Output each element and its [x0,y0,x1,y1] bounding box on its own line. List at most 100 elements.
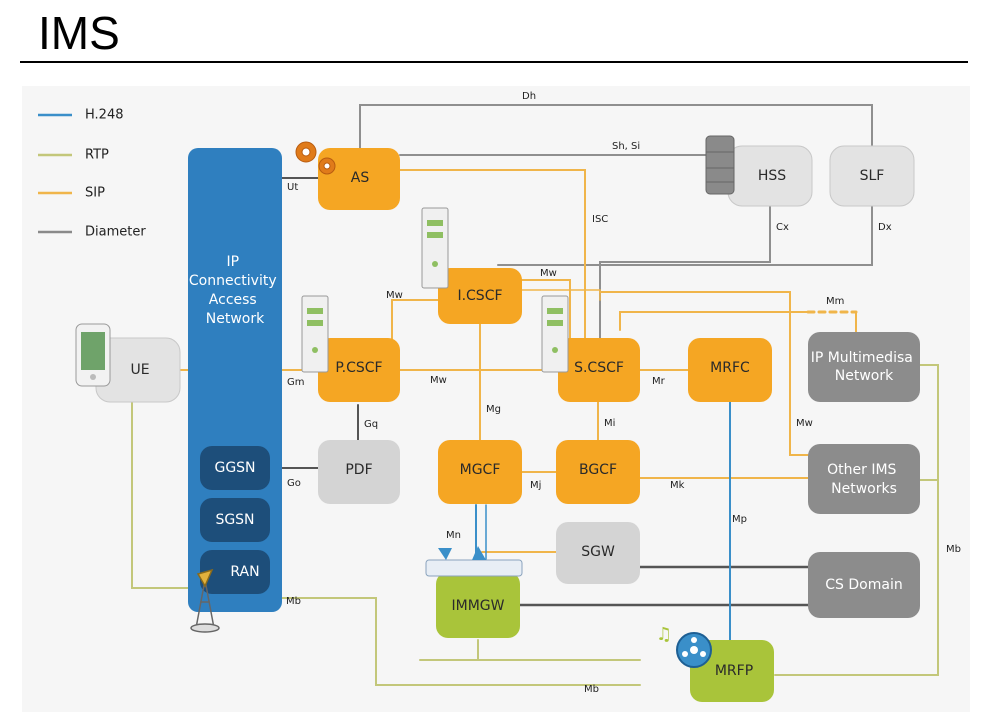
slf-node [829,145,915,207]
iface-isc: ISC [592,214,608,225]
antenna-icon [190,568,220,633]
iface-mn: Mn [446,530,461,541]
cs-domain-label: CS Domain [825,577,902,593]
ip-multimedia-node [808,332,920,402]
mgcf-label: MGCF [460,462,501,478]
other-ims-line-1: Other IMS [827,462,896,478]
iface-go: Go [287,478,301,489]
iface-sh-si: Sh, Si [612,141,640,152]
ran-label: RAN [230,564,259,580]
link-mb-ran [281,597,641,686]
iface-mj: Mj [530,480,541,491]
bgcf-node [556,440,640,504]
scscf-node [558,338,640,402]
icscf-node [438,268,522,324]
iface-mw-pcscf-scscf: Mw [430,375,447,386]
iface-dx: Dx [878,222,892,233]
ggsn-label: GGSN [214,460,255,476]
iface-mi: Mi [604,418,615,429]
gears-icon [295,141,336,175]
iface-dh: Dh [522,91,536,102]
ip-multimedia-line-1: IP Multimedisa [811,350,913,366]
ran-node [200,550,270,594]
pdf-node [318,440,400,504]
pcscf-server-icon [301,295,329,373]
bgcf-label: BGCF [579,462,617,478]
ip-can-line-2: Connectivity [189,273,277,289]
iface-mr: Mr [652,376,666,387]
link-mb-left [131,401,197,589]
music-note-icon: ♫ [656,624,672,645]
iface-ut: Ut [287,182,298,193]
iface-mw-pcscf-icscf: Mw [386,290,403,301]
as-node [318,148,400,210]
iface-mb-left: Mb [286,596,301,607]
pcscf-label: P.CSCF [335,360,382,376]
legend-label-sip: SIP [85,186,105,201]
cs-domain-node [808,552,920,618]
ip-can-label: IP Connectivity Access Network [189,254,281,327]
scscf-server-icon [541,295,569,373]
iface-gm: Gm [287,377,305,388]
iface-mg: Mg [486,404,501,415]
sgw-label: SGW [581,544,615,560]
sgw-node [556,522,640,584]
icscf-label: I.CSCF [457,288,502,304]
mrfc-node [688,338,772,402]
immgw-label: IMMGW [452,598,505,614]
link-mb-right [774,364,939,676]
iface-mb-right: Mb [946,544,961,555]
ip-can-column [188,148,282,612]
legend-label-h248: H.248 [85,108,124,123]
title-underline [20,61,968,63]
legend-label-rtp: RTP [85,148,109,163]
legend-label-diameter: Diameter [85,225,146,240]
ip-multimedia-line-2: Network [835,368,894,384]
other-ims-label: Other IMS Networks [827,462,901,497]
link-isc [399,169,586,361]
pdf-label: PDF [345,462,372,478]
ip-can-line-1: IP [226,254,239,270]
link-mw-other [599,291,809,456]
media-gateway-icon [425,546,523,577]
database-icon [705,135,735,195]
pcscf-node [318,338,400,402]
mgcf-node [438,440,522,504]
ip-can-line-3: Access [209,292,257,308]
scscf-label: S.CSCF [574,360,624,376]
link-mw-icscf-scscf [499,279,571,361]
other-ims-node [808,444,920,514]
iface-mp: Mp [732,514,747,525]
hss-label: HSS [758,168,786,184]
interface-labels: Dh Sh, Si Ut ISC Cx Dx Mw Mw Mm Gm Mw Mr… [286,91,961,695]
iface-mw-other: Mw [796,418,813,429]
link-dh [359,104,873,151]
sgsn-node [200,498,270,542]
link-dx [497,204,873,266]
slf-label: SLF [860,168,885,184]
slide-title: IMS [38,7,120,59]
iface-mm: Mm [826,296,844,307]
ip-can-line-4: Network [206,311,265,327]
iface-gq: Gq [364,419,378,430]
mrfp-label: MRFP [715,663,753,679]
immgw-node [436,572,520,638]
sgsn-label: SGSN [215,512,254,528]
mobile-phone-icon [75,323,111,387]
iface-mk: Mk [670,480,685,491]
iface-mb-bottom: Mb [584,684,599,695]
ggsn-node [200,446,270,490]
film-reel-icon [676,632,712,668]
iface-cx: Cx [776,222,789,233]
icscf-server-icon [421,207,449,289]
as-label: AS [351,170,370,186]
ue-label: UE [130,362,149,378]
iface-mw-icscf-scscf: Mw [540,268,557,279]
legend: H.248 RTP SIP Diameter [38,108,146,240]
link-cx [599,204,771,356]
mrfc-label: MRFC [710,360,750,376]
link-mm [619,311,809,331]
other-ims-line-2: Networks [831,481,897,497]
ip-multimedia-label: IP Multimedisa Network [811,350,918,384]
